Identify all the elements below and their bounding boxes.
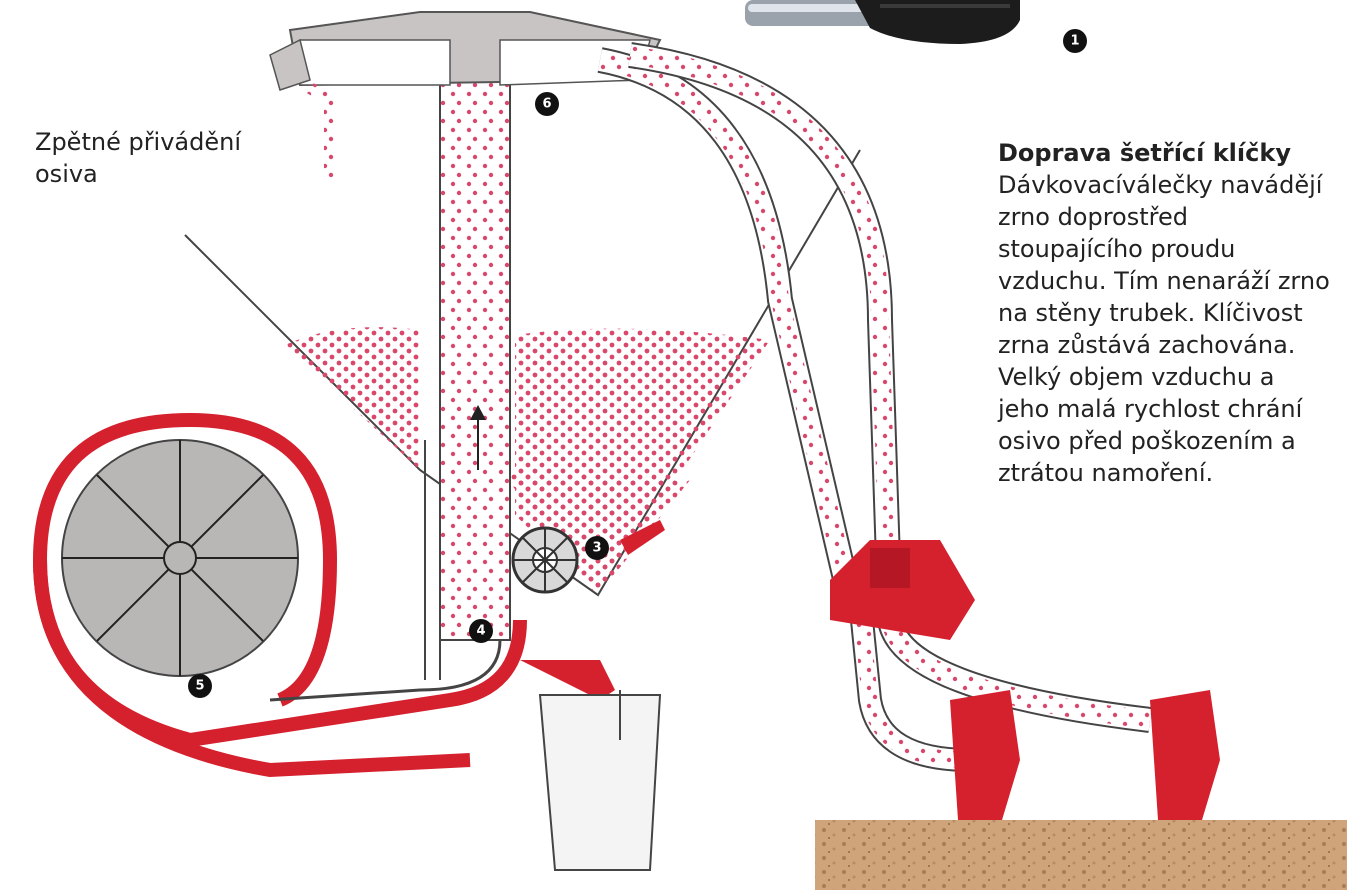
soil-strip: [815, 820, 1347, 890]
seed-return-label: Zpětné přivádění osiva: [35, 126, 275, 190]
callout-body: Dávkovacíválečky navádějí zrno doprostře…: [998, 169, 1338, 489]
callout-line: vzduchu. Tím nenaráží zrno: [998, 265, 1338, 297]
svg-text:4: 4: [476, 624, 485, 639]
svg-text:6: 6: [542, 97, 551, 112]
callout-line: osivo před poškozením a: [998, 425, 1338, 457]
callout-line: zrna zůstává zachována.: [998, 329, 1338, 361]
callout-line: stoupajícího proudu: [998, 233, 1338, 265]
callout-line: ztrátou namoření.: [998, 457, 1338, 489]
svg-text:3: 3: [592, 541, 601, 556]
svg-text:5: 5: [195, 679, 204, 694]
callout-line: na stěny trubek. Klíčivost: [998, 297, 1338, 329]
callout-title: Doprava šetřící klíčky: [998, 137, 1338, 169]
svg-text:1: 1: [1070, 34, 1079, 49]
callout: Doprava šetřící klíčky Dávkovacíválečky …: [998, 137, 1338, 489]
callout-line: Dávkovacíválečky navádějí: [998, 169, 1338, 201]
metering-roller-assembly: [745, 0, 1020, 44]
calibration-bucket: [540, 690, 660, 870]
marker-5: 5: [188, 674, 212, 698]
marker-1: 1: [1063, 29, 1087, 53]
marker-4: 4: [469, 619, 493, 643]
callout-line: Velký objem vzduchu a: [998, 361, 1338, 393]
marker-3: 3: [585, 536, 609, 560]
callout-line: jeho malá rychlost chrání: [998, 393, 1338, 425]
riser-tube: [425, 30, 510, 680]
marker-6: 6: [535, 92, 559, 116]
callout-line: zrno doprostřed: [998, 201, 1338, 233]
